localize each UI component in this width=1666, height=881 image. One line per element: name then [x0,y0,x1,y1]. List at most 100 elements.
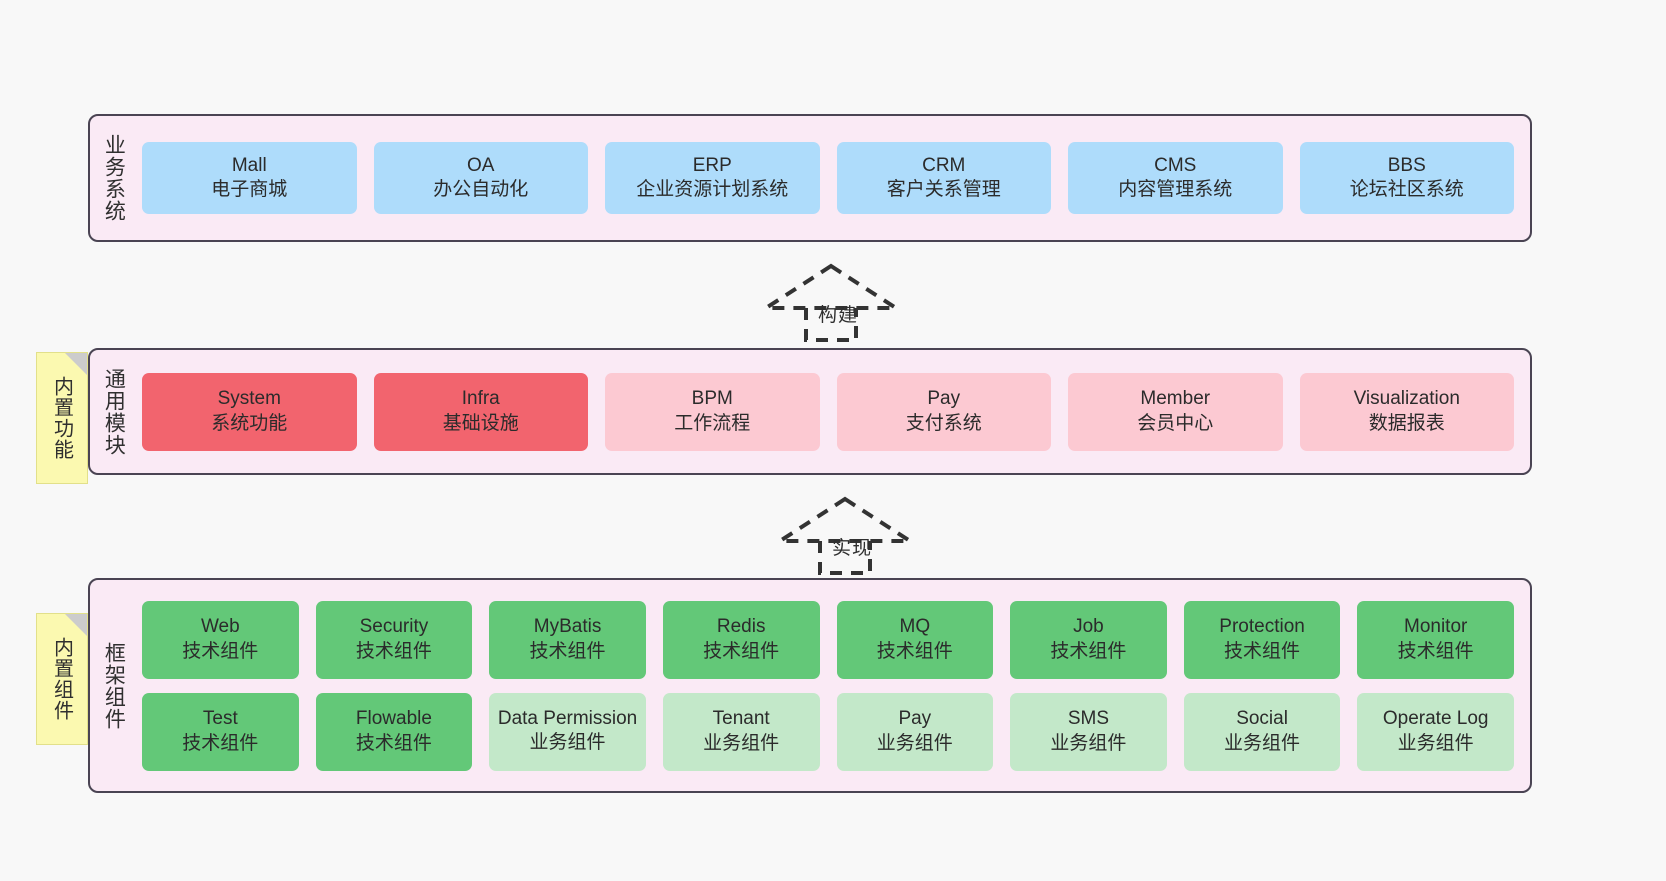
card-visualization[interactable]: Visualization 数据报表 [1299,372,1514,451]
card-row: System 系统功能 Infra 基础设施 BPM 工作流程 Pay 支付系统… [142,372,1514,451]
card-crm[interactable]: CRM 客户关系管理 [836,142,1051,214]
note-label: 内置功能 [50,376,73,460]
card-title: Mall [231,154,267,176]
card-mq[interactable]: MQ 技术组件 [836,600,994,679]
card-mall[interactable]: Mall 电子商城 [142,142,357,214]
card-row: Mall 电子商城 OA 办公自动化 ERP 企业资源计划系统 CRM 客户关系… [142,142,1514,214]
card-title: OA [467,154,495,176]
card-monitor[interactable]: Monitor 技术组件 [1357,600,1514,679]
card-title: MQ [899,616,931,638]
layer-framework-component: 框架组件 Web 技术组件 Security 技术组件 MyBatis 技术组件… [88,578,1532,793]
card-bpm[interactable]: BPM 工作流程 [605,372,820,451]
card-title: Flowable [355,708,432,730]
layer-body-common-module: System 系统功能 Infra 基础设施 BPM 工作流程 Pay 支付系统… [136,350,1530,473]
card-title: BBS [1387,154,1426,176]
card-title: Pay [927,388,961,410]
card-row: Web 技术组件 Security 技术组件 MyBatis 技术组件 Redi… [142,600,1514,679]
card-subtitle: 会员中心 [1137,412,1214,434]
card-mybatis[interactable]: MyBatis 技术组件 [489,600,646,679]
card-subtitle: 业务组件 [1050,732,1127,754]
card-sms[interactable]: SMS 业务组件 [1010,692,1167,771]
card-subtitle: 技术组件 [1397,640,1474,662]
card-subtitle: 数据报表 [1368,412,1445,434]
card-title: Member [1140,388,1211,410]
card-subtitle: 技术组件 [876,640,953,662]
card-pay-business[interactable]: Pay 业务组件 [836,692,994,771]
note-fold-corner-icon [65,614,87,636]
card-row: Test 技术组件 Flowable 技术组件 Data Permission … [142,692,1514,771]
card-subtitle: 内容管理系统 [1118,179,1233,200]
card-subtitle: 技术组件 [182,732,259,754]
connector-implement-label: 实现 [832,538,873,559]
card-security[interactable]: Security 技术组件 [315,600,473,679]
card-title: Visualization [1353,388,1460,410]
card-title: Data Permission [497,708,638,730]
note-label: 内置组件 [50,637,73,721]
card-title: Test [202,708,238,730]
layer-title-common-module: 通用模块 [102,367,126,456]
card-data-permission[interactable]: Data Permission 业务组件 [489,692,646,771]
card-bbs[interactable]: BBS 论坛社区系统 [1299,142,1514,214]
card-title: CRM [922,154,966,176]
card-subtitle: 企业资源计划系统 [636,179,789,200]
card-title: Job [1073,616,1104,638]
layer-title-business-system: 业务系统 [102,134,126,222]
card-subtitle: 系统功能 [211,412,288,434]
card-subtitle: 技术组件 [1224,640,1301,662]
card-subtitle: 业务组件 [703,732,780,754]
card-title: System [217,388,281,410]
note-builtin-component: 内置组件 [36,613,88,745]
card-subtitle: 技术组件 [182,640,259,662]
card-protection[interactable]: Protection 技术组件 [1183,600,1341,679]
card-subtitle: 技术组件 [355,732,432,754]
card-title: SMS [1067,708,1110,730]
card-tenant[interactable]: Tenant 业务组件 [662,692,820,771]
card-pay[interactable]: Pay 支付系统 [836,372,1051,451]
card-subtitle: 电子商城 [211,179,288,200]
layer-common-module: 通用模块 System 系统功能 Infra 基础设施 BPM 工作流程 Pay… [88,348,1532,475]
card-title: Redis [716,616,766,638]
card-flowable[interactable]: Flowable 技术组件 [315,692,473,771]
card-member[interactable]: Member 会员中心 [1068,372,1283,451]
connector-build: 构建 [756,262,906,342]
card-title: CMS [1154,154,1197,176]
connector-build-label: 构建 [818,305,859,326]
card-subtitle: 工作流程 [674,412,751,434]
card-oa[interactable]: OA 办公自动化 [373,142,588,214]
card-cms[interactable]: CMS 内容管理系统 [1068,142,1283,214]
card-web[interactable]: Web 技术组件 [142,600,299,679]
card-operate-log[interactable]: Operate Log 业务组件 [1357,692,1514,771]
card-title: Monitor [1404,616,1468,638]
card-title: Pay [898,708,932,730]
card-title: Tenant [712,708,770,730]
note-fold-corner-icon [65,353,87,375]
card-title: MyBatis [533,616,602,638]
connector-implement: 实现 [770,495,920,575]
card-redis[interactable]: Redis 技术组件 [662,600,820,679]
card-erp[interactable]: ERP 企业资源计划系统 [605,142,820,214]
card-social[interactable]: Social 业务组件 [1183,692,1341,771]
card-subtitle: 技术组件 [529,640,606,662]
card-title: ERP [692,154,732,176]
card-title: Social [1236,708,1288,730]
card-title: Infra [461,388,500,410]
card-title: Protection [1219,616,1305,638]
card-test[interactable]: Test 技术组件 [142,692,299,771]
card-subtitle: 技术组件 [703,640,780,662]
card-subtitle: 业务组件 [529,731,606,753]
card-subtitle: 办公自动化 [433,179,529,200]
card-system[interactable]: System 系统功能 [142,372,357,451]
card-job[interactable]: Job 技术组件 [1010,600,1167,679]
card-infra[interactable]: Infra 基础设施 [373,372,588,451]
layer-body-business-system: Mall 电子商城 OA 办公自动化 ERP 企业资源计划系统 CRM 客户关系… [136,116,1530,240]
card-title: Web [200,616,240,638]
card-subtitle: 基础设施 [442,412,519,434]
card-subtitle: 支付系统 [905,412,982,434]
card-subtitle: 技术组件 [1050,640,1127,662]
card-subtitle: 业务组件 [1224,732,1301,754]
card-title: Operate Log [1382,708,1489,730]
card-title: BPM [691,388,733,410]
card-subtitle: 业务组件 [876,732,953,754]
card-title: Security [359,616,429,638]
